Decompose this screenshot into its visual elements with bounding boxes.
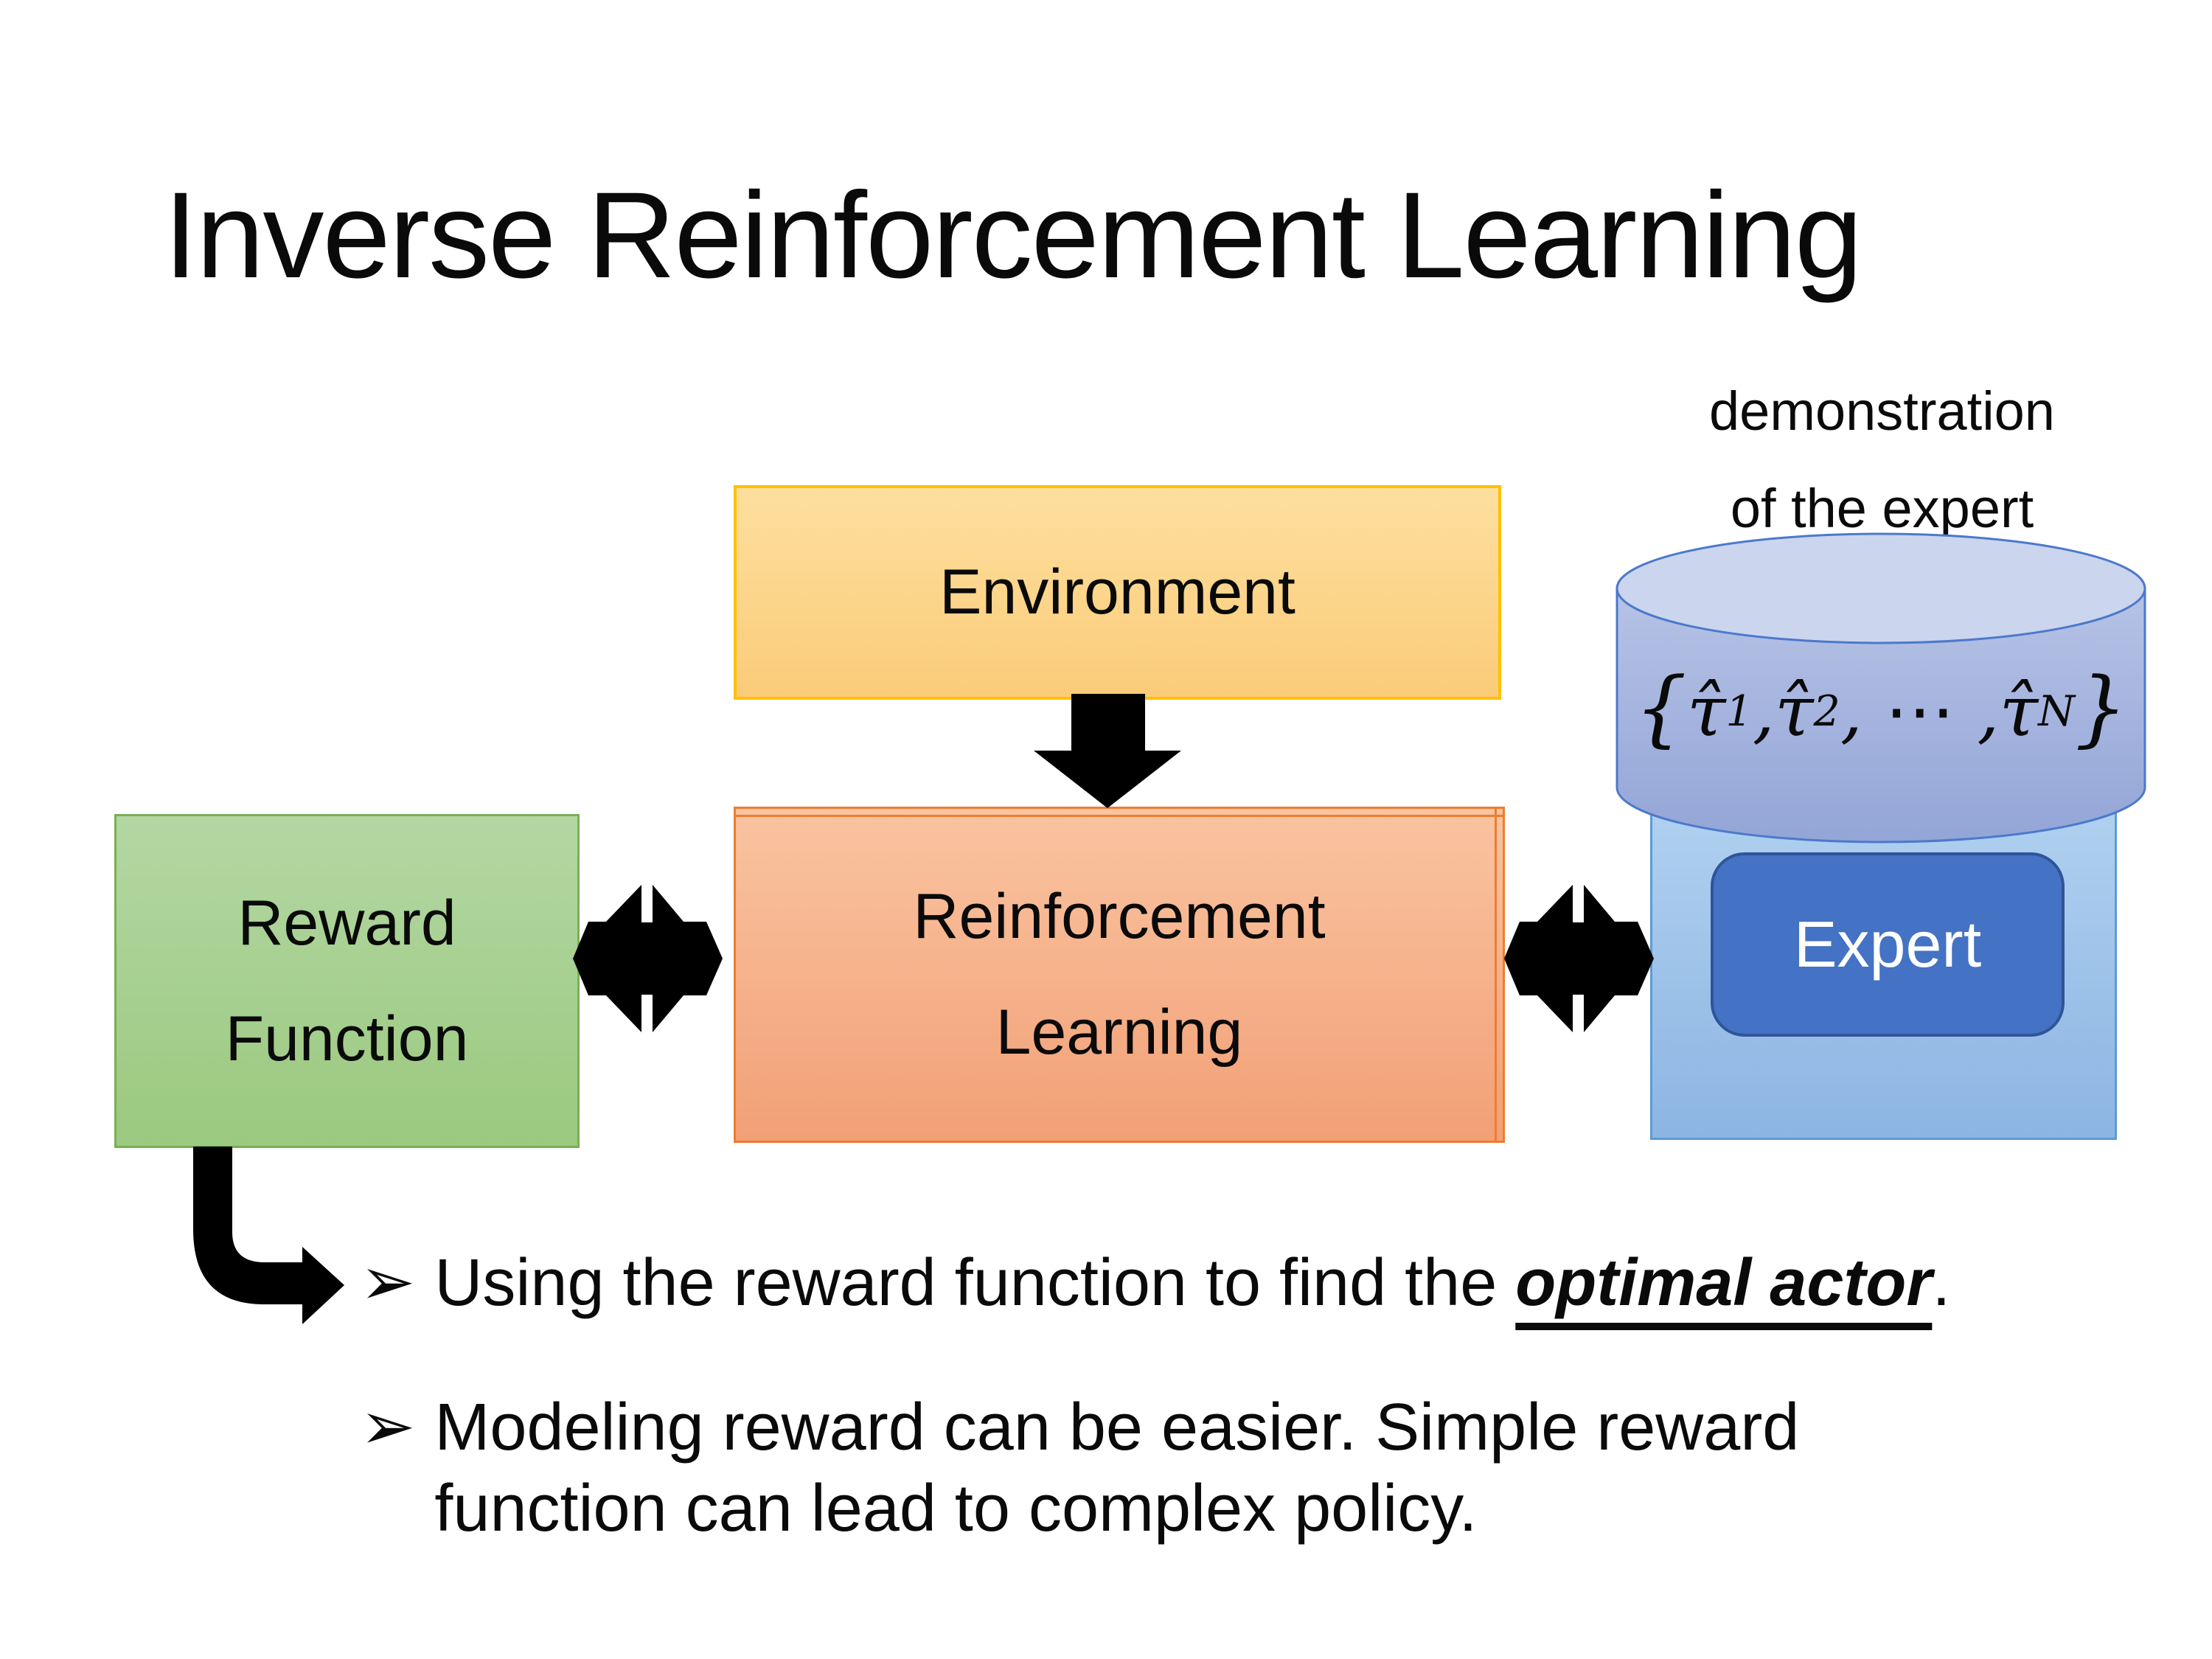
reward-label-line1: Reward (237, 887, 456, 959)
expert-label: Expert (1793, 908, 1982, 981)
demonstration-caption: demonstration of the expert (1607, 363, 2157, 557)
slide-title: Inverse Reinforcement Learning (164, 167, 1863, 304)
demonstration-caption-line1: demonstration (1709, 380, 2055, 442)
bullet-item-2: ➢ Modeling reward can be easier. Simple … (360, 1388, 2129, 1550)
formula-segment: τ̂ (1999, 671, 2039, 752)
formula-segment: { (1634, 660, 1687, 757)
bent-arrow-icon (193, 1147, 344, 1324)
demonstration-caption-line2: of the expert (1730, 477, 2034, 539)
bullet-marker-icon: ➢ (360, 1245, 416, 1319)
formula-segment: , ⋯ , (1840, 671, 2000, 752)
double-arrow-right-icon (1504, 885, 1654, 1032)
environment-label: Environment (939, 557, 1295, 628)
bullet-2-line2: function can lead to complex policy. (434, 1471, 1478, 1545)
bullet-1-prefix: Using the reward function to find the (434, 1246, 1516, 1320)
demonstration-database-cylinder-icon (1615, 532, 2146, 844)
down-arrow-icon (1034, 694, 1181, 808)
rl-label-line2: Learning (995, 997, 1243, 1068)
environment-box: Environment (734, 485, 1501, 700)
trajectory-set-formula: {τ̂1, τ̂2, ⋯ , τ̂N} (1634, 660, 2128, 757)
rl-box-inner-right-line (1495, 809, 1497, 1141)
rl-box-inner-top-line (736, 815, 1503, 817)
formula-segment: } (2075, 660, 2128, 757)
formula-segment: τ̂ (1686, 671, 1726, 752)
bullet-marker-icon: ➢ (360, 1389, 416, 1464)
expert-box: Expert (1711, 852, 2065, 1037)
rl-label-line1: Reinforcement (913, 881, 1326, 953)
bullet-2-line1: Modeling reward can be easier. Simple re… (434, 1390, 1800, 1464)
formula-segment: τ̂ (1774, 671, 1814, 752)
bullet-list: ➢ Using the reward function to find the … (360, 1243, 2129, 1549)
reinforcement-learning-box: Reinforcement Learning (734, 807, 1505, 1143)
double-arrow-left-icon (573, 885, 723, 1032)
bullet-1-suffix: . (1932, 1246, 1951, 1320)
bullet-1-emphasis: optimal actor (1515, 1246, 1933, 1320)
reward-label-line2: Function (225, 1003, 469, 1074)
formula-segment: , (1752, 671, 1775, 752)
bullet-1-text: Using the reward function to find the op… (434, 1243, 1950, 1324)
bullet-2-text: Modeling reward can be easier. Simple re… (434, 1388, 1799, 1550)
bullet-item-1: ➢ Using the reward function to find the … (360, 1243, 2129, 1324)
reward-function-box: Reward Function (114, 814, 580, 1148)
